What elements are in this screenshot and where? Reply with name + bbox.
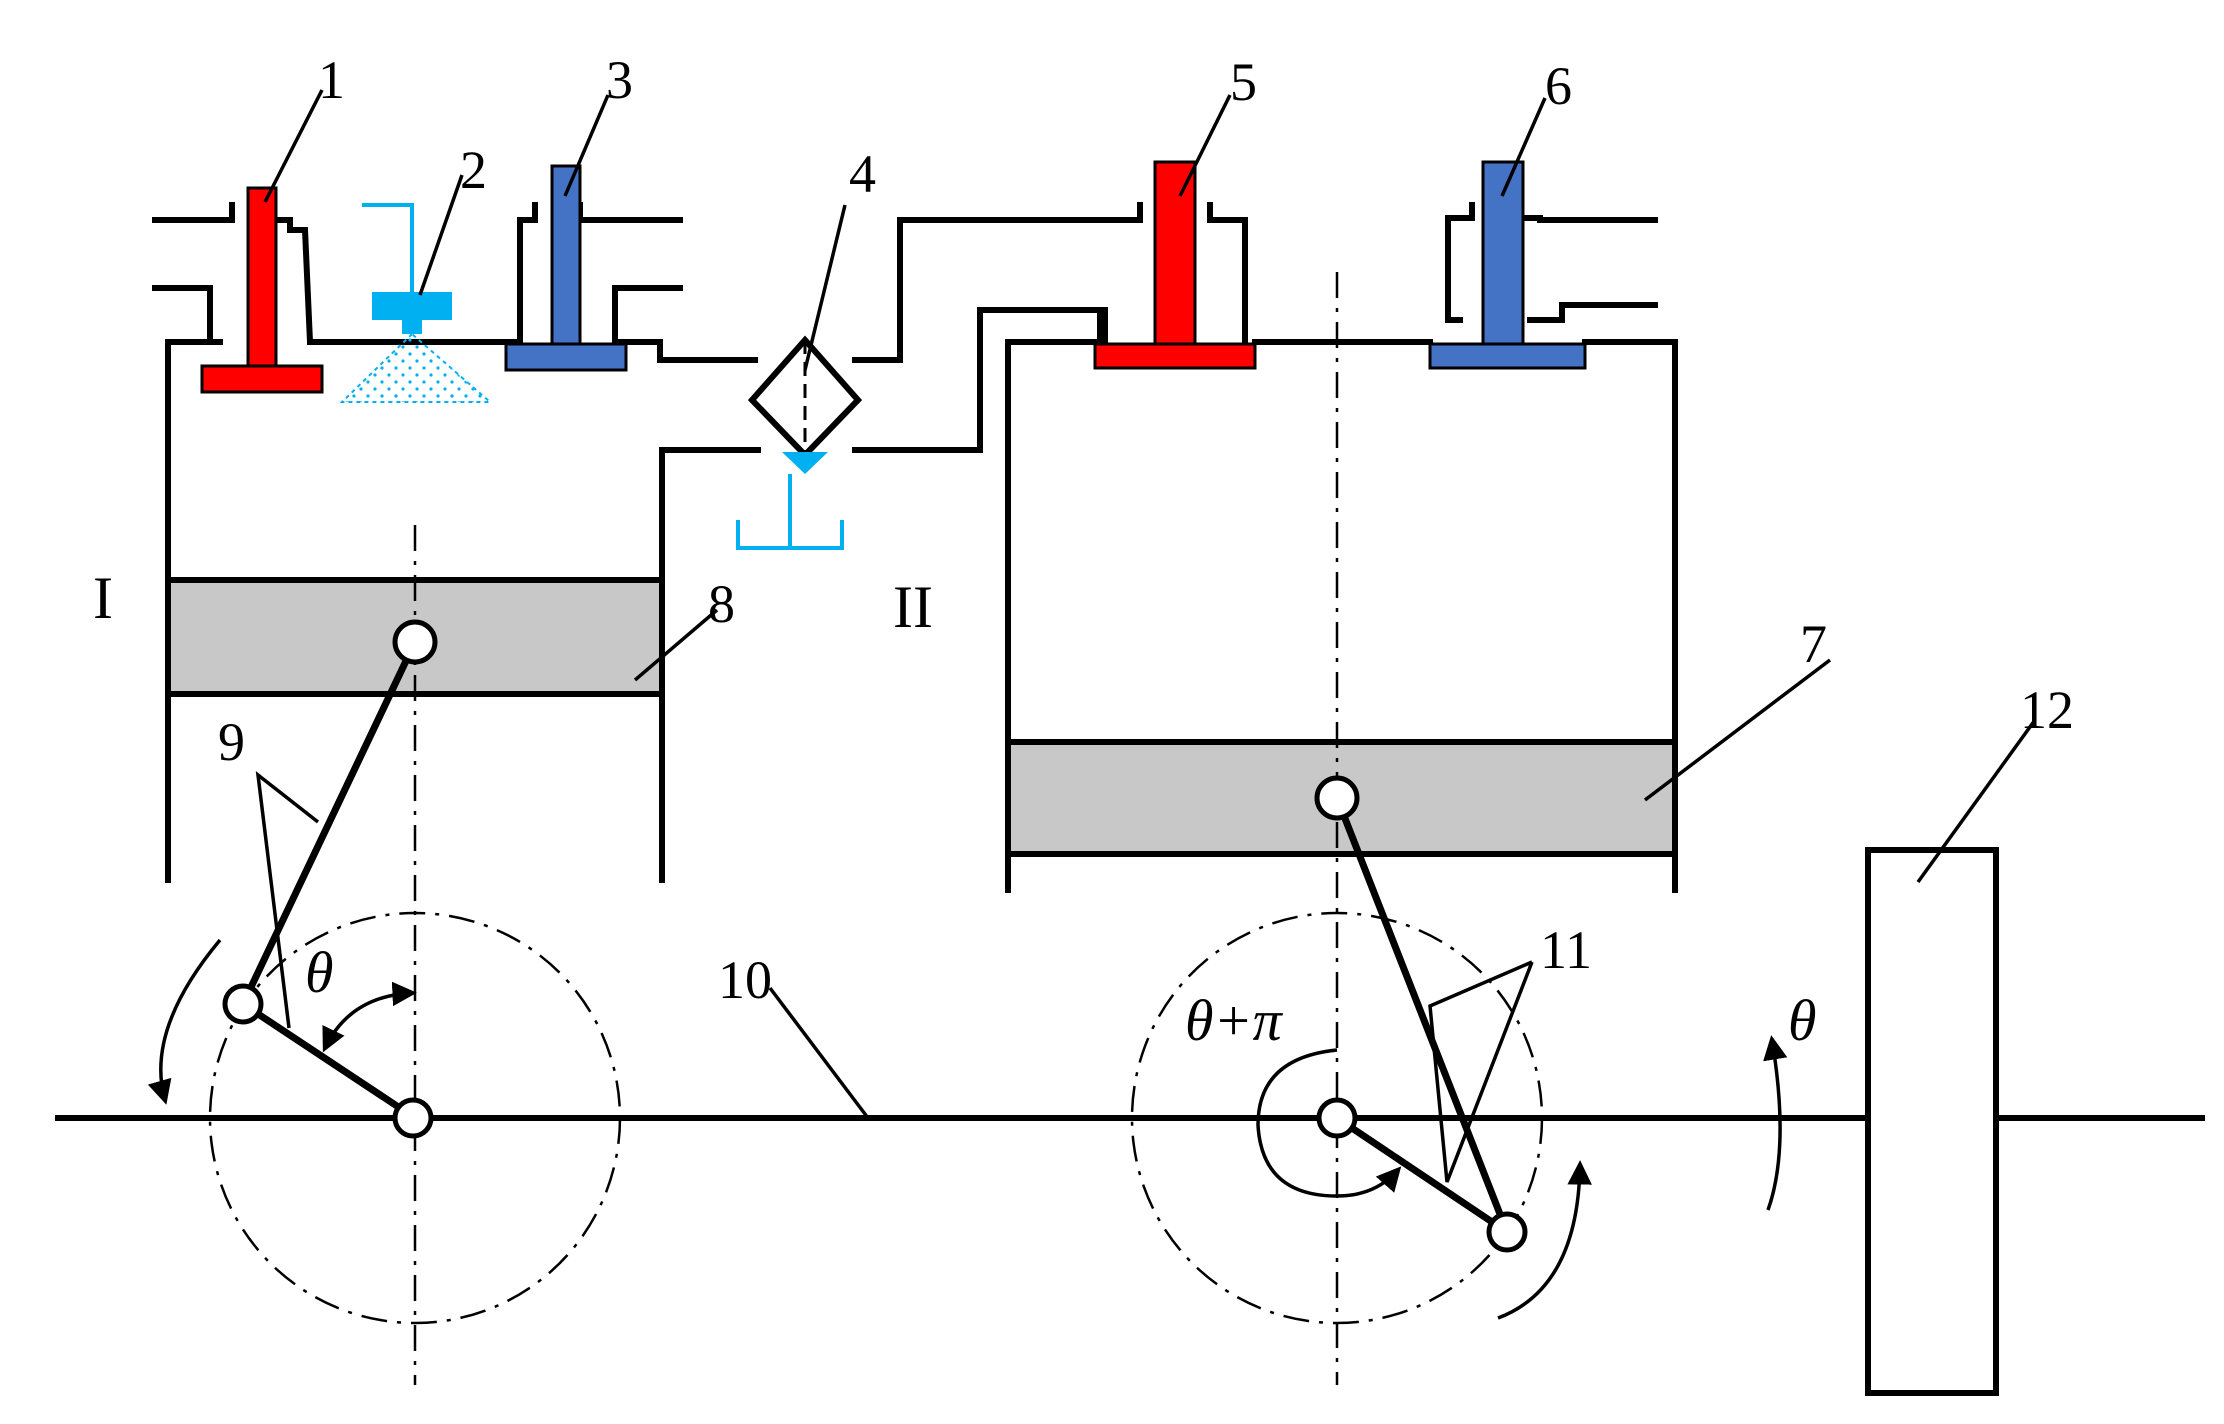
check-valve-4 bbox=[736, 335, 863, 550]
pin-crank-left bbox=[222, 983, 264, 1025]
crank-circle-left bbox=[208, 911, 622, 1325]
flywheel-12 bbox=[1865, 847, 1999, 1396]
valve-1-hot bbox=[200, 186, 324, 394]
label-2: 2 bbox=[460, 140, 487, 200]
crank-circle-right bbox=[1130, 911, 1544, 1325]
label-theta-right: θ bbox=[1788, 988, 1817, 1053]
rotation-arrow-left bbox=[147, 938, 222, 1105]
pin-piston-7 bbox=[1314, 775, 1360, 821]
theta-arc-left bbox=[322, 981, 417, 1053]
label-cylinder-2: II bbox=[893, 574, 933, 640]
label-3: 3 bbox=[606, 50, 633, 110]
crank-arm-left bbox=[239, 1000, 419, 1122]
valve-3-cold bbox=[504, 164, 628, 372]
label-theta-left: θ bbox=[305, 940, 334, 1005]
connecting-rod-9 bbox=[239, 638, 419, 1008]
leader-lines bbox=[255, 89, 2037, 1183]
label-theta-pi: θ+π bbox=[1185, 988, 1284, 1053]
label-1: 1 bbox=[318, 50, 345, 110]
transfer-passage bbox=[659, 202, 1143, 453]
theta-pi-arc bbox=[1256, 1048, 1402, 1198]
pin-crank-right bbox=[1486, 1211, 1528, 1253]
pin-shaft-right bbox=[1316, 1097, 1358, 1139]
cylinder-two bbox=[1005, 202, 1678, 893]
label-11: 11 bbox=[1540, 920, 1592, 980]
label-8: 8 bbox=[708, 574, 735, 634]
rotation-arrow-right bbox=[1497, 1160, 1592, 1320]
label-12: 12 bbox=[2020, 680, 2074, 740]
pin-piston-8 bbox=[392, 619, 438, 665]
rotation-arrow-flywheel bbox=[1763, 1035, 1788, 1211]
label-cylinder-1: I bbox=[93, 565, 113, 631]
label-10: 10 bbox=[718, 950, 772, 1010]
label-6: 6 bbox=[1545, 56, 1572, 116]
connecting-rod-11 bbox=[1333, 794, 1511, 1236]
fuel-injector bbox=[339, 203, 493, 403]
crank-arm-right bbox=[1333, 1114, 1511, 1236]
pin-shaft-left bbox=[392, 1097, 434, 1139]
valve-5-hot bbox=[1093, 160, 1257, 370]
valve-6-cold bbox=[1428, 160, 1587, 370]
label-7: 7 bbox=[1800, 614, 1827, 674]
label-5: 5 bbox=[1230, 52, 1257, 112]
cylinder-one bbox=[152, 202, 761, 883]
label-9: 9 bbox=[218, 712, 245, 772]
label-4: 4 bbox=[849, 144, 876, 204]
